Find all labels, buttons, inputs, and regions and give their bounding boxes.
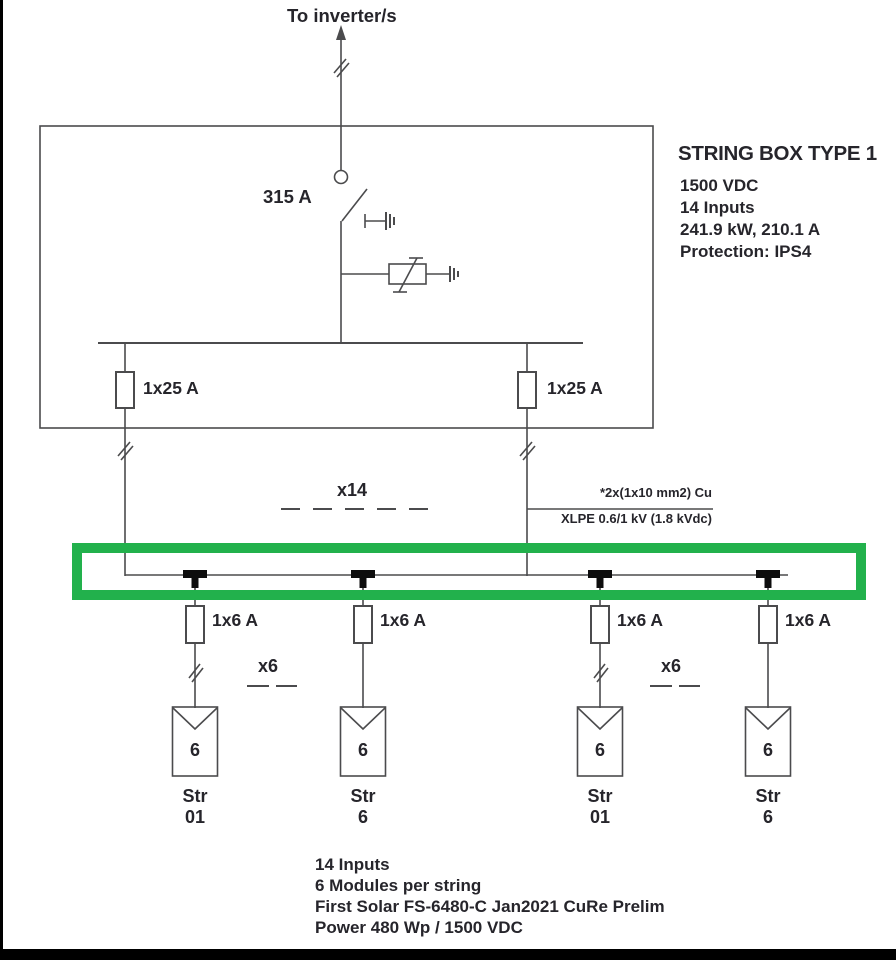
highlight-rectangle [72, 543, 866, 600]
fuse-symbol [353, 605, 373, 644]
disconnect-switch-symbol [333, 126, 368, 343]
t-connector [588, 570, 612, 578]
footer-line: 14 Inputs [315, 855, 390, 874]
cable-spec-line1: *2x(1x10 mm2) Cu [600, 485, 712, 500]
string-name-label: Str [587, 786, 613, 806]
ground-symbol [364, 212, 395, 230]
footer-line: Power 480 Wp / 1500 VDC [315, 918, 523, 937]
page-bottom-border [0, 949, 896, 960]
t-connector [351, 570, 375, 578]
cable-break-symbol [188, 663, 204, 683]
string-number-label: 6 [357, 807, 368, 827]
pv-module-symbol [339, 706, 387, 777]
spec-power: 241.9 kW, 210.1 A [680, 220, 821, 239]
output-fuse-right-label: 1x25 A [547, 378, 603, 398]
fuse-symbol [758, 605, 778, 644]
string-name-label: Str [350, 786, 376, 806]
module-count-label: 6 [189, 740, 200, 760]
x6-multiplier-label: x6 [257, 656, 279, 676]
x6-multiplier-label: x6 [660, 656, 682, 676]
feeder-to-inverter [333, 25, 350, 126]
cable-break-symbol [519, 441, 536, 461]
string-fuse-label: 1x6 A [380, 610, 427, 630]
footer-line: 6 Modules per string [315, 876, 482, 895]
module-count-label: 6 [762, 740, 773, 760]
spd-symbol [341, 257, 459, 293]
footer-line: First Solar FS-6480-C Jan2021 CuRe Preli… [315, 897, 665, 916]
to-inverter-label: To inverter/s [287, 5, 397, 26]
t-connector [183, 570, 207, 578]
cable-spec-line2: XLPE 0.6/1 kV (1.8 kVdc) [560, 511, 712, 526]
string-fuse-label: 1x6 A [212, 610, 259, 630]
spec-protection: Protection: IPS4 [680, 242, 812, 261]
string-name-label: Str [755, 786, 781, 806]
string-number-label: 6 [762, 807, 773, 827]
string-number-label: 01 [184, 807, 206, 827]
module-count-label: 6 [357, 740, 368, 760]
pv-module-symbol [576, 706, 624, 777]
output-fuse-left-label: 1x25 A [143, 378, 199, 398]
ground-symbol [449, 266, 459, 282]
x14-multiplier-label: x14 [337, 480, 368, 500]
fuse-symbol [517, 371, 537, 409]
pv-module-symbol [171, 706, 219, 777]
spec-inputs: 14 Inputs [680, 198, 755, 217]
string-name-label: Str [182, 786, 208, 806]
output-right [517, 343, 537, 576]
spec-voltage: 1500 VDC [680, 176, 759, 195]
string-box-title: STRING BOX TYPE 1 [678, 142, 877, 165]
cable-break-symbol [117, 441, 134, 461]
page-left-border [0, 0, 3, 949]
fuse-symbol [590, 605, 610, 644]
output-left [115, 343, 135, 576]
string-fuse-label: 1x6 A [617, 610, 664, 630]
fuse-symbol [185, 605, 205, 644]
module-count-label: 6 [594, 740, 605, 760]
arrow-up-icon [336, 25, 346, 40]
t-connector [756, 570, 780, 578]
cable-break-symbol [593, 663, 609, 683]
cable-break-symbol [333, 58, 350, 78]
string-fuse-label: 1x6 A [785, 610, 832, 630]
string-box-outline [39, 125, 654, 429]
string-branch [576, 570, 624, 777]
switch-rating-label: 315 A [263, 186, 312, 207]
fuse-symbol [115, 371, 135, 409]
string-number-label: 01 [589, 807, 611, 827]
pv-module-symbol [744, 706, 792, 777]
